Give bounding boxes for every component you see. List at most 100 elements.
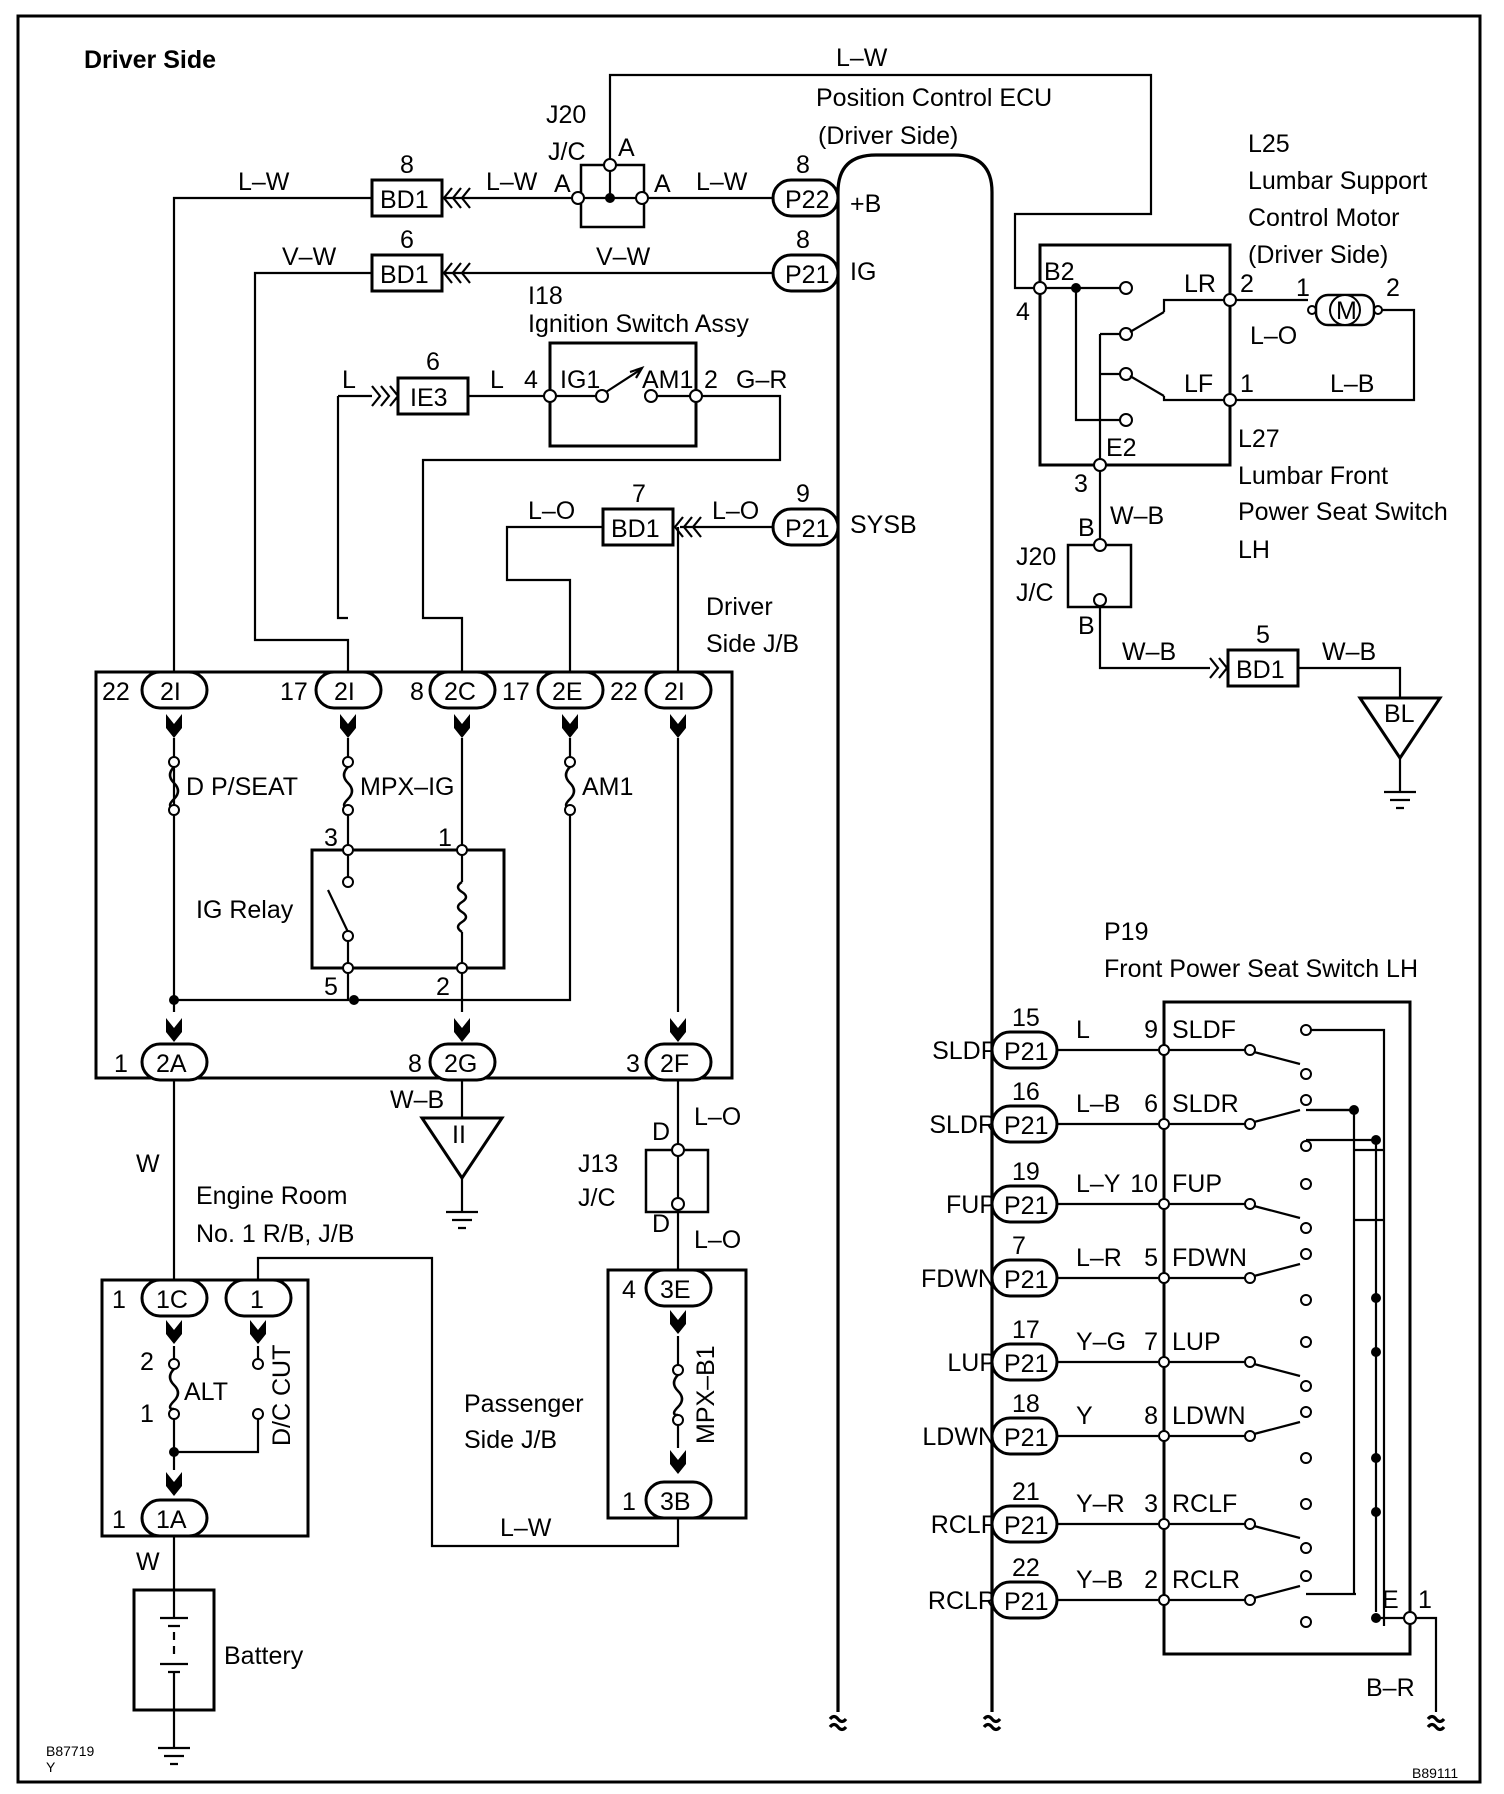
seat-row-5-pin: 17 (1012, 1316, 1040, 1344)
ecu-name: Position Control ECU (816, 84, 1052, 112)
seat-row-5-conn-label: P21 (1004, 1350, 1048, 1378)
seat-row-7-sw-pin: 3 (1144, 1490, 1158, 1518)
l27-pin-b2: B2 (1044, 258, 1075, 286)
connector-bd1-6: BD1 6 (370, 226, 471, 293)
l27-pin-lf: LF (1184, 370, 1213, 398)
j20-top-ref: J20 (546, 101, 586, 129)
fuse-alt: ALT (184, 1378, 228, 1406)
j20-top-junction: J20 J/C A A A (546, 101, 671, 229)
jb-top-2-pin: 17 (280, 678, 308, 706)
ie3-label: IE3 (410, 384, 448, 412)
seat-row-3-signal: FUP (946, 1191, 996, 1219)
jb-top-5-pin: 22 (610, 678, 638, 706)
j13-ref: J13 (578, 1150, 618, 1178)
j20-right-type: J/C (1016, 579, 1054, 607)
jb-bot-1-pin: 1 (114, 1050, 128, 1078)
ground-bl-label: BL (1384, 700, 1415, 728)
bd1-6-label: BD1 (380, 261, 429, 289)
seat-row-1-terminal (1158, 1044, 1170, 1056)
lumbar-switch-l27: B2 LR LF E2 2 1 4 3 L27 Lumbar Front Pow… (1016, 243, 1448, 670)
bd1-7-label: BD1 (611, 515, 660, 543)
seat-row-1-contact-arm (1253, 1050, 1301, 1066)
seat-row-2-contact-arm (1253, 1108, 1301, 1124)
driver-jb-line1: Driver (706, 593, 773, 621)
j20-top-pin-right: A (654, 170, 671, 198)
seat-row-7-contact-lower (1300, 1542, 1312, 1554)
l25-motor-letter: M (1336, 297, 1357, 325)
l25-line2: Control Motor (1248, 204, 1399, 232)
j20-top-pin-top: A (618, 134, 635, 162)
wire-lb-motor: L–B (1330, 370, 1374, 398)
wire-wb-2: W–B (1122, 638, 1176, 666)
seat-row-3-sw-label: FUP (1172, 1170, 1222, 1198)
engine-room-line1: Engine Room (196, 1182, 347, 1210)
i18-name: Ignition Switch Assy (528, 310, 749, 338)
seat-row-5-contact-pivot (1244, 1356, 1256, 1368)
wire-lo-5: L–O (1250, 322, 1297, 350)
fuse-dc-cut: D/C CUT (268, 1345, 296, 1446)
seat-row-8-conn-label: P21 (1004, 1588, 1048, 1616)
i18-pin-4: 4 (524, 366, 538, 394)
jb-top-2-label: 2I (334, 678, 355, 706)
jb-bot-2-pin: 8 (408, 1050, 422, 1078)
wire-lo-3: L–O (694, 1103, 741, 1131)
er-bot-label: 1A (156, 1506, 187, 1534)
wire-lw-1: L–W (238, 168, 290, 196)
er-top-2-label: 1 (250, 1286, 264, 1314)
i18-pin-2: 2 (704, 366, 718, 394)
seat-row-7-signal: RCLF (931, 1511, 996, 1539)
wire-lo-4: L–O (694, 1226, 741, 1254)
j20-right-pin-b2: B (1078, 612, 1095, 640)
seat-row-6-conn-label: P21 (1004, 1424, 1048, 1452)
seat-row-5-sw-pin: 7 (1144, 1328, 1158, 1356)
jb-top-5-label: 2I (664, 678, 685, 706)
connector-ie3: IE3 6 (338, 348, 470, 416)
seat-row-2-terminal (1158, 1118, 1170, 1130)
seat-row-1-contact-lower (1300, 1068, 1312, 1080)
j20-right-pin-b1: B (1078, 514, 1095, 542)
seat-row-5-sw-label: LUP (1172, 1328, 1221, 1356)
ig-relay-pin-3: 3 (324, 824, 338, 852)
j20-right-junction: W–B J20 J/C B B W–B BD1 5 W–B BL (1016, 502, 1443, 810)
seat-row-7-wire-color: Y–R (1076, 1490, 1125, 1518)
seat-row-7-contact-arm (1253, 1524, 1301, 1540)
seat-row-1-signal: SLDF (932, 1037, 996, 1065)
connector-bd1-7: BD1 7 (601, 480, 702, 547)
seat-row-8-terminal (1158, 1594, 1170, 1606)
fuse-mpx-ig: MPX–IG (360, 773, 454, 801)
wire-vw-1: V–W (282, 243, 337, 271)
seat-row-1-contact-pivot (1244, 1044, 1256, 1056)
engine-room-rb: W Engine Room No. 1 R/B, J/B 1 1C 1 ALT … (100, 1080, 354, 1538)
seat-row-1-wire-color: L (1076, 1016, 1090, 1044)
l27-pin-lr: LR (1184, 270, 1216, 298)
seat-row-6-contact-arm (1253, 1420, 1301, 1436)
j13-pin-top: D (652, 1118, 670, 1146)
i18-ref: I18 (528, 282, 563, 310)
wire-w-1: W (136, 1150, 160, 1178)
j13-junction: J13 J/C D D L–O L–O (578, 1080, 741, 1270)
alt-pin-1: 1 (140, 1400, 154, 1428)
p19-name: Front Power Seat Switch LH (1104, 955, 1418, 983)
fuse-d-p-seat: D P/SEAT (186, 773, 298, 801)
er-top-1-label: 1C (156, 1286, 188, 1314)
ignition-switch-i18: I18 Ignition Switch Assy IG1 AM1 4 2 (524, 282, 749, 448)
fuse-am1: AM1 (582, 773, 633, 801)
alt-pin-2: 2 (140, 1348, 154, 1376)
l27-pin-1: 1 (1240, 370, 1254, 398)
bd1-8-no: 8 (400, 151, 414, 179)
jb-bot-3-pin: 3 (626, 1050, 640, 1078)
p21-sysb-no: 9 (796, 480, 810, 508)
seat-row-4-wire-color: L–R (1076, 1244, 1122, 1272)
jb-top-3-pin: 8 (410, 678, 424, 706)
l25-ref: L25 (1248, 130, 1290, 158)
jb-top-4-label: 2E (552, 678, 583, 706)
jb-top-1-pin: 22 (102, 678, 130, 706)
diagram-id-right: B89111 (1412, 1765, 1458, 1781)
ecu-side: (Driver Side) (818, 122, 958, 150)
seat-row-3-sw-pin: 10 (1130, 1170, 1158, 1198)
i18-ig1: IG1 (560, 366, 600, 394)
seat-row-5-signal: LUP (947, 1349, 996, 1377)
l27-pin-3: 3 (1074, 470, 1088, 498)
l25-pin-2: 2 (1386, 274, 1400, 302)
seat-row-3-conn-label: P21 (1004, 1192, 1048, 1220)
